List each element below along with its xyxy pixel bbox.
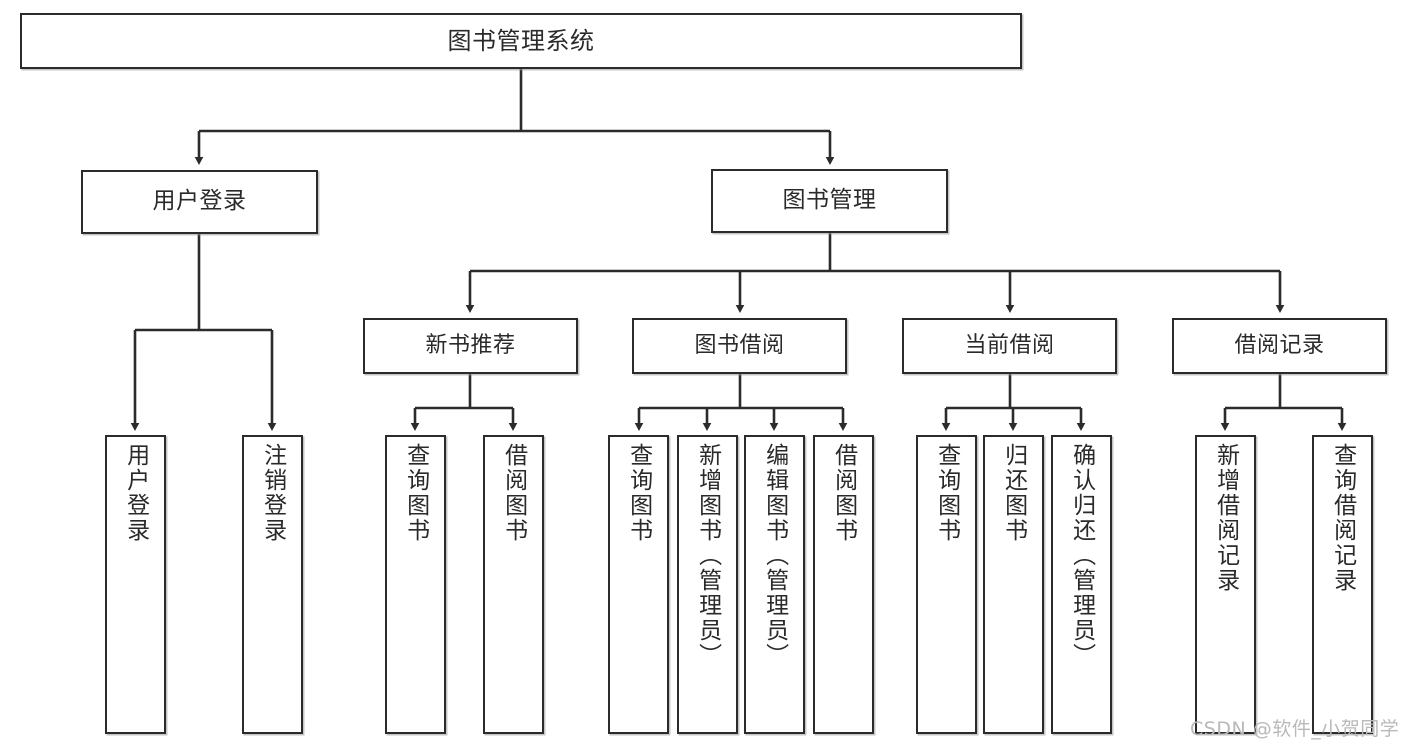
node-label: 编辑图书（管理员） [761, 443, 788, 668]
leaf-borrow-edit-book-admin[interactable]: 编辑图书（管理员） [744, 435, 805, 734]
leaf-recommend-query-book[interactable]: 查询图书 [385, 435, 446, 734]
leaf-user-login-login[interactable]: 用户登录 [105, 435, 166, 734]
leaf-borrow-query-book[interactable]: 查询图书 [608, 435, 669, 734]
node-label: 查询图书 [933, 443, 960, 543]
node-label: 查询图书 [402, 443, 429, 543]
node-label: 归还图书 [1000, 443, 1027, 543]
node-label: 借阅图书 [500, 443, 527, 543]
node-label: 新增图书（管理员） [694, 443, 721, 668]
node-label: 当前借阅 [964, 333, 1055, 359]
node-user-login[interactable]: 用户登录 [81, 170, 318, 234]
node-label: 新书推荐 [425, 333, 516, 359]
node-label: 图书管理系统 [447, 26, 595, 55]
watermark-csdn: CSDN @软件_小贺同学 [1190, 718, 1400, 740]
leaf-current-confirm-return-admin[interactable]: 确认归还（管理员） [1051, 435, 1112, 734]
node-label: 图书借阅 [694, 333, 785, 359]
node-label: 查询图书 [625, 443, 652, 543]
leaf-records-add-record[interactable]: 新增借阅记录 [1195, 435, 1256, 734]
node-label: 图书管理 [782, 187, 877, 214]
leaf-current-return-book[interactable]: 归还图书 [983, 435, 1044, 734]
node-label: 注销登录 [259, 443, 286, 543]
node-label: 借阅记录 [1234, 333, 1325, 359]
node-label: 确认归还（管理员） [1068, 443, 1095, 668]
leaf-current-query-book[interactable]: 查询图书 [916, 435, 977, 734]
leaf-user-login-logout[interactable]: 注销登录 [242, 435, 303, 734]
leaf-records-query-record[interactable]: 查询借阅记录 [1312, 435, 1373, 734]
node-root-system[interactable]: 图书管理系统 [20, 13, 1022, 69]
node-current-borrow[interactable]: 当前借阅 [902, 318, 1117, 374]
node-book-borrow[interactable]: 图书借阅 [632, 318, 847, 374]
node-borrow-records[interactable]: 借阅记录 [1172, 318, 1387, 374]
node-label: 借阅图书 [830, 443, 857, 543]
node-new-book-recommend[interactable]: 新书推荐 [363, 318, 578, 374]
node-label: 新增借阅记录 [1212, 443, 1239, 593]
node-label: 用户登录 [152, 188, 247, 215]
node-book-management[interactable]: 图书管理 [711, 169, 948, 233]
node-label: 查询借阅记录 [1329, 443, 1356, 593]
node-label: 用户登录 [122, 443, 149, 543]
leaf-borrow-borrow-book[interactable]: 借阅图书 [813, 435, 874, 734]
leaf-borrow-add-book-admin[interactable]: 新增图书（管理员） [677, 435, 738, 734]
leaf-recommend-borrow-book[interactable]: 借阅图书 [483, 435, 544, 734]
